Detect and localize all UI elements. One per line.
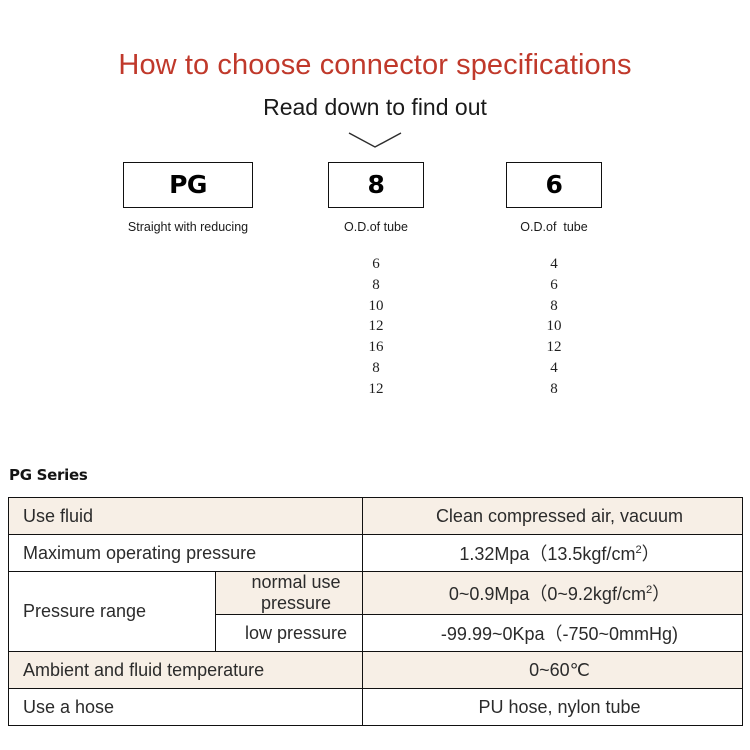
code-caption-od2: O.D.of tube (520, 220, 588, 234)
option-value: 6 (550, 276, 558, 293)
page-subtitle: Read down to find out (263, 94, 487, 120)
table-row: Use a hose PU hose, nylon tube (8, 688, 743, 726)
option-value: 16 (368, 339, 384, 356)
code-column-od1: 8 O.D.of tube (328, 162, 424, 234)
spec-table-heading: PG Series (9, 466, 88, 484)
code-column-series: PG Straight with reducing (123, 162, 253, 234)
code-box-od1: 8 (328, 162, 424, 208)
option-value: 8 (550, 380, 558, 397)
option-value: 8 (372, 276, 380, 293)
code-caption-od1: O.D.of tube (344, 220, 408, 234)
spec-table: Use fluid Clean compressed air, vacuum M… (8, 497, 743, 726)
spec-value-tail: ） (641, 544, 660, 564)
option-list-od2: 4 6 8 10 12 4 8 (506, 254, 602, 400)
option-value: 12 (368, 380, 384, 397)
spec-value-sup: 2 (645, 584, 653, 596)
spec-label: Use fluid (8, 497, 363, 535)
spec-value: 1.32Mpa（13.5kgf/cm2） (362, 534, 743, 572)
spec-sub-label: normal use pressure (215, 571, 363, 615)
option-list-od1: 6 8 10 12 16 8 12 (328, 254, 424, 400)
spec-value-text: 0~0.9Mpa（0~9.2kgf/cm (448, 584, 646, 604)
option-value: 6 (372, 256, 380, 272)
table-row: Ambient and fluid temperature 0~60℃ (8, 651, 743, 689)
spec-value: 0~60℃ (362, 651, 743, 689)
page-title: How to choose connector specifications (118, 49, 632, 81)
spec-value: -99.99~0Kpa（-750~0mmHg) (362, 614, 743, 652)
table-row: Use fluid Clean compressed air, vacuum (8, 497, 743, 535)
option-value: 4 (550, 256, 558, 272)
spec-label: Ambient and fluid temperature (8, 651, 363, 689)
option-lists: 6 8 10 12 16 8 12 4 6 8 10 12 4 8 (0, 254, 750, 409)
spec-value-text: 1.32Mpa（13.5kgf/cm (459, 544, 636, 564)
spec-value-text: Clean compressed air, vacuum (435, 505, 684, 526)
spec-label: Pressure range (8, 571, 216, 652)
code-caption-series: Straight with reducing (127, 220, 249, 234)
code-column-od2: 6 O.D.of tube (506, 162, 602, 234)
option-value: 10 (546, 318, 562, 335)
chevron-down-icon (348, 132, 402, 148)
code-breakdown-row: PG Straight with reducing 8 O.D.of tube … (0, 162, 750, 242)
option-value: 8 (550, 297, 558, 314)
spec-value-text: 0~60℃ (529, 659, 590, 680)
option-value: 10 (368, 297, 384, 314)
code-box-series: PG (123, 162, 253, 208)
table-row: Maximum operating pressure 1.32Mpa（13.5k… (8, 534, 743, 572)
spec-value: Clean compressed air, vacuum (362, 497, 743, 535)
option-value: 12 (546, 339, 562, 356)
spec-value: 0~0.9Mpa（0~9.2kgf/cm2） (362, 571, 743, 615)
spec-sub-label: low pressure (215, 614, 363, 652)
option-value: 8 (372, 359, 380, 376)
table-row: Pressure range normal use pressure 0~0.9… (8, 571, 743, 652)
option-value: 4 (550, 359, 558, 376)
chevron-container (0, 128, 750, 154)
spec-value-tail: ） (652, 584, 671, 604)
code-box-od2: 6 (506, 162, 602, 208)
spec-value-text: PU hose, nylon tube (478, 696, 641, 717)
spec-value-sup: 2 (635, 544, 642, 556)
spec-value-text: -99.99~0Kpa（-750~0mmHg) (440, 624, 679, 644)
spec-label: Use a hose (8, 688, 363, 726)
option-value: 12 (368, 318, 384, 335)
page-header: How to choose connector specifications R… (0, 0, 750, 121)
spec-label: Maximum operating pressure (8, 534, 363, 572)
spec-value: PU hose, nylon tube (362, 688, 743, 726)
